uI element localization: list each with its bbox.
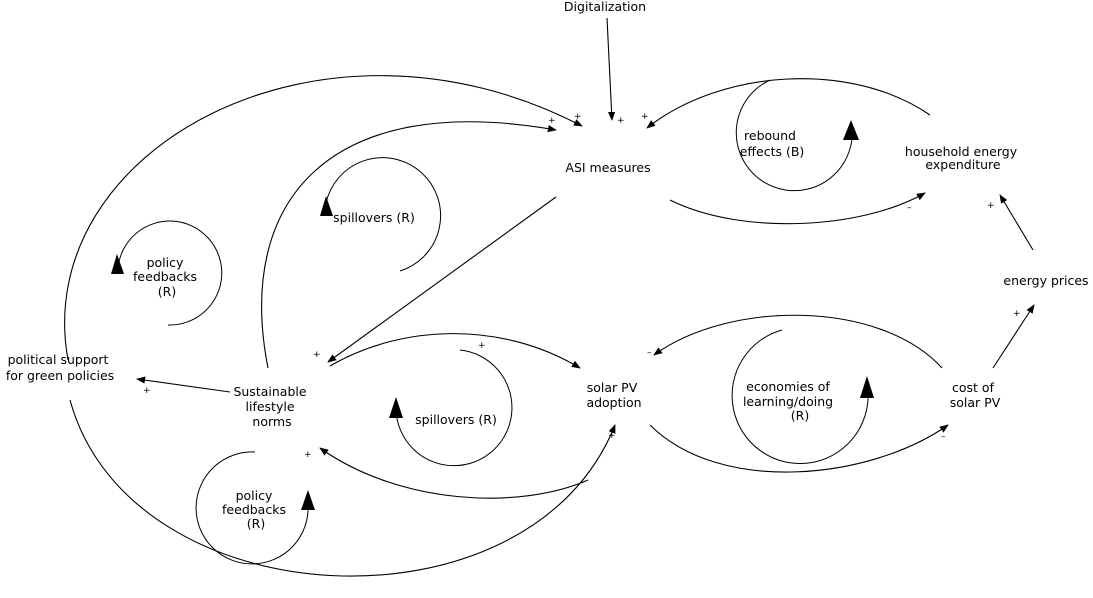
polarity-adoption-cost: –	[941, 432, 946, 442]
link-norms-adoption	[329, 333, 581, 369]
node-solar-pv-adoption: solar PV adoption	[586, 380, 641, 410]
link-household-asi	[646, 78, 931, 129]
loop-arrowhead	[843, 120, 859, 140]
loop-spillovers-bottom	[389, 349, 513, 467]
link-political-adoption	[69, 399, 616, 577]
loop-arrowhead	[860, 376, 874, 398]
polarity-prices-household: +	[987, 201, 995, 211]
loop-label-policy-feedbacks-top: policy feedbacks (R)	[133, 255, 201, 299]
link-norms-asi	[261, 121, 557, 369]
polarity-norms-political: +	[143, 386, 151, 396]
polarity-norms-asi: +	[548, 116, 556, 126]
node-energy-prices: energy prices	[1003, 273, 1088, 288]
loop-arrowhead	[111, 254, 124, 274]
link-political-asi	[64, 75, 583, 361]
link-adoption-cost	[649, 424, 949, 473]
polarity-norms-adoption: +	[478, 341, 486, 351]
link-cost-prices	[992, 304, 1035, 369]
node-sustainable-lifestyle-norms: Sustainable lifestyle norms	[233, 384, 310, 429]
loop-label-spillovers-bottom: spillovers (R)	[415, 412, 497, 427]
polarity-digitalization-asi: +	[617, 116, 625, 126]
link-cost-adoption	[653, 314, 943, 369]
node-asi-measures: ASI measures	[565, 160, 650, 175]
node-digitalization: Digitalization	[564, 0, 646, 14]
node-cost-of-solar-pv: cost of solar PV	[950, 380, 1001, 410]
polarity-asi-household: –	[907, 203, 912, 213]
link-adoption-norms	[319, 447, 589, 499]
loop-label-policy-feedbacks-bottom: policy feedbacks (R)	[222, 488, 290, 531]
node-political-support: political support for green policies	[6, 352, 114, 383]
polarity-political-adoption: +	[608, 431, 616, 441]
loop-rebound-effects	[735, 79, 859, 192]
loop-policy-feedbacks-bottom	[195, 451, 315, 565]
loop-label-economies-of-learning: economies of learning/doing (R)	[743, 379, 837, 423]
polarity-household-asi: +	[641, 112, 649, 122]
polarity-asi-norms: +	[313, 350, 321, 360]
polarity-cost-prices: +	[1013, 309, 1021, 319]
polarity-political-asi: +	[574, 112, 582, 122]
polarity-cost-adoption: –	[647, 348, 652, 358]
loop-policy-feedbacks-top	[111, 220, 223, 326]
node-household-energy-expenditure: household energy expenditure	[905, 144, 1021, 172]
loop-label-rebound-effects: rebound effects (B)	[740, 128, 805, 159]
loop-label-spillovers-top: spillovers (R)	[333, 210, 415, 225]
loop-economies-of-learning	[731, 329, 874, 465]
loop-arrowhead	[320, 196, 333, 216]
link-asi-norms	[327, 196, 557, 363]
link-norms-political	[136, 376, 231, 393]
link-prices-household	[999, 194, 1034, 251]
loop-arrowhead	[301, 490, 315, 510]
loop-arrowhead	[389, 397, 403, 418]
polarity-adoption-norms: +	[304, 450, 312, 460]
loop-spillovers-top	[320, 157, 442, 272]
link-asi-household	[669, 192, 926, 225]
link-digitalization-asi	[606, 17, 616, 121]
